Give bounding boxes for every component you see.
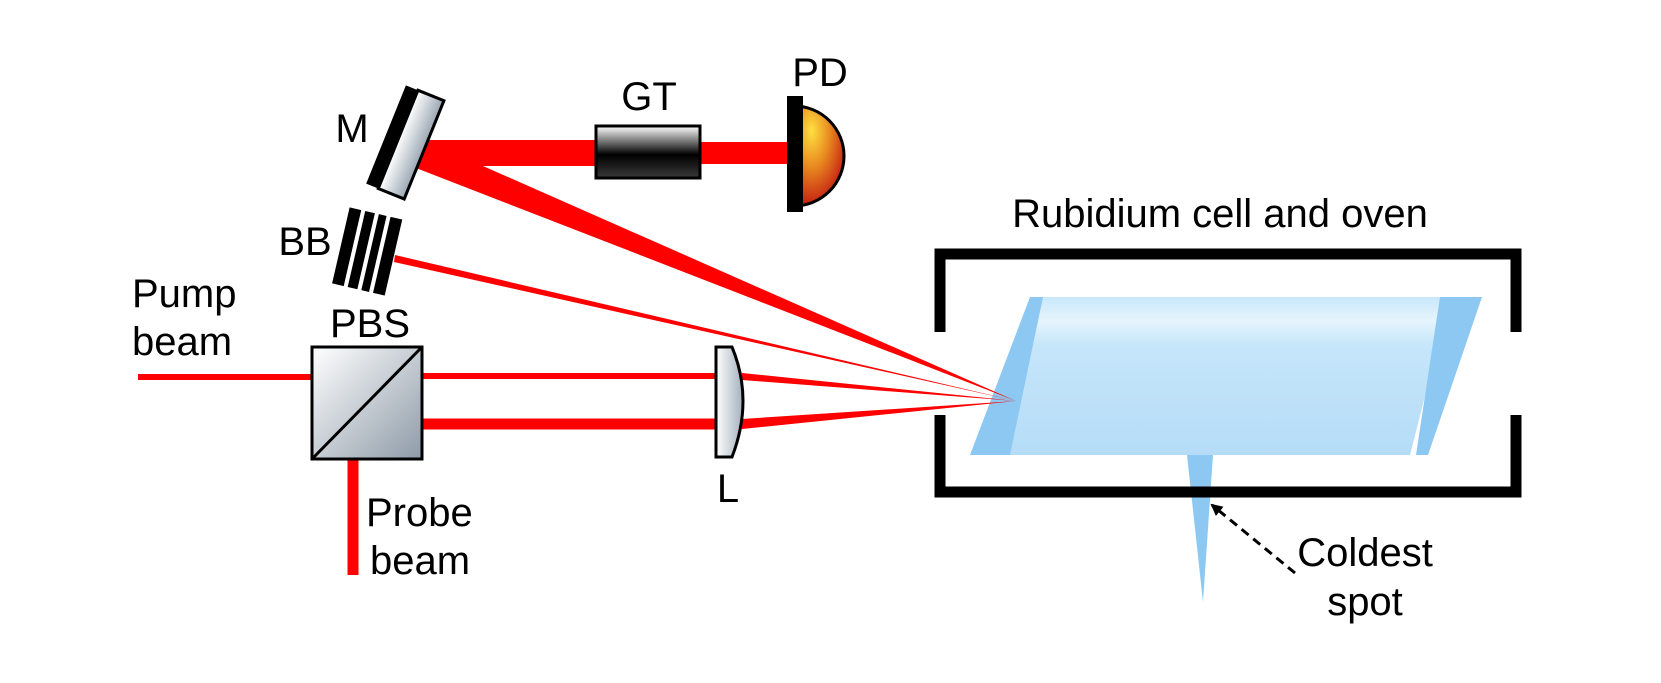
cell-cold-finger <box>1187 455 1213 602</box>
label-probe-beam-line2: beam <box>370 539 471 583</box>
lower-focused-beam <box>742 401 1016 429</box>
label-pump-beam-line1: Pump <box>132 272 237 316</box>
polarizing-beam-splitter <box>310 345 424 461</box>
label-probe-beam-line1: Probe <box>366 491 473 535</box>
label-pbs: PBS <box>329 302 411 346</box>
glan-taylor-polarizer <box>594 124 702 180</box>
label-pump-beam-line2: beam <box>132 320 233 364</box>
photodiode-dome <box>792 104 846 208</box>
reflected-probe-beam <box>416 140 1016 401</box>
label-cell-title: Rubidium cell and oven <box>1012 192 1428 236</box>
label-photodiode: PD <box>792 51 848 95</box>
label-coldest-line1: Coldest <box>1297 531 1433 575</box>
label-mirror: M <box>335 107 369 151</box>
beam-block-bb <box>332 207 403 296</box>
photodiode-base <box>787 96 803 212</box>
cell-body <box>995 297 1450 455</box>
upper-focused-beam <box>742 373 1016 401</box>
coldest-spot-pointer <box>1210 503 1296 575</box>
mirror-backing <box>366 85 418 189</box>
cell-window-right <box>1416 297 1482 455</box>
cell-window-left <box>970 297 1043 455</box>
reflected-pump-beam <box>394 255 1016 401</box>
label-beam-block: BB <box>278 220 332 264</box>
label-coldest-line2: spot <box>1327 580 1403 624</box>
label-lens: L <box>716 467 740 511</box>
laser-beams <box>138 140 1016 575</box>
oven-frame <box>934 248 1522 498</box>
lens-l <box>714 345 745 459</box>
label-glan-taylor: GT <box>621 75 677 119</box>
photodiode <box>787 96 846 212</box>
mirror-m <box>366 85 446 201</box>
